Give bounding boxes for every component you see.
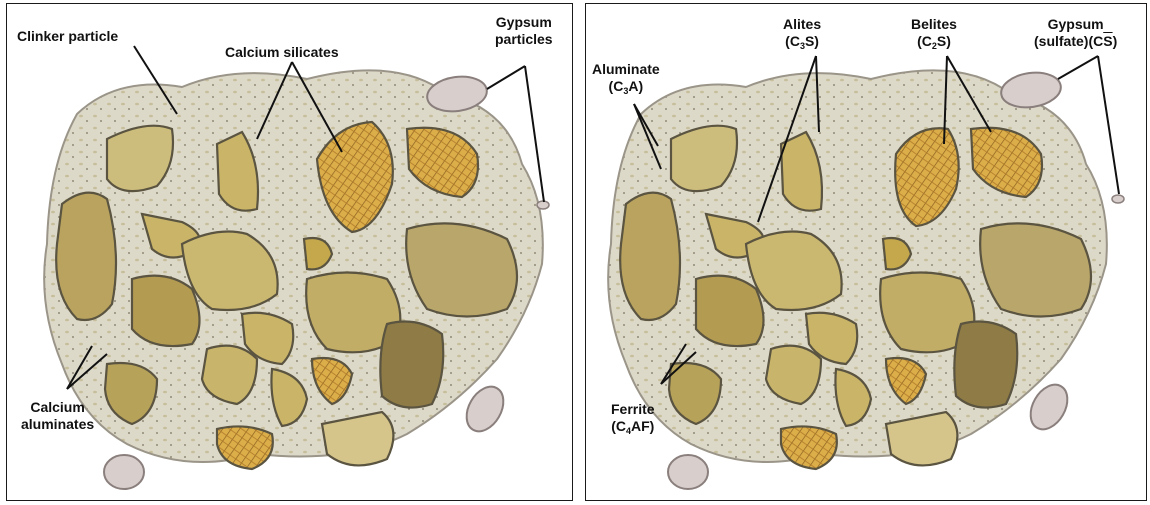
gypsum-formula: (sulfate)(CS) <box>1034 33 1117 50</box>
right-panel: Aluminate (C3A) Alites (C3S) Belites (C2… <box>585 3 1147 501</box>
ferrite-formula: (C4AF) <box>611 418 655 437</box>
alites-formula: (C3S) <box>783 33 821 52</box>
alite-grain <box>406 223 517 316</box>
label-alites: Alites (C3S) <box>783 16 821 52</box>
belites-formula: (C2S) <box>911 33 957 52</box>
gypsum-particle <box>1112 195 1124 203</box>
belite-grain <box>217 426 273 469</box>
label-calcium-aluminates: Calcium aluminates <box>21 399 94 433</box>
alite-grain <box>56 193 116 320</box>
label-belites: Belites (C2S) <box>911 16 957 52</box>
label-clinker-particle: Clinker particle <box>17 28 118 45</box>
alite-grain <box>980 223 1091 316</box>
clinker-phases-illustration <box>586 4 1147 501</box>
alite-grain <box>620 193 680 320</box>
dark-grain <box>954 322 1017 408</box>
label-gypsum-particles: Gypsum particles <box>495 14 553 48</box>
dark-grain <box>380 322 443 408</box>
label-aluminate: Aluminate (C3A) <box>592 61 660 97</box>
gypsum-particle <box>537 201 549 209</box>
gypsum-particle <box>104 455 144 489</box>
label-calcium-silicates: Calcium silicates <box>225 44 339 61</box>
label-gypsum-sulfate: Gypsum (sulfate)(CS) <box>1034 16 1117 50</box>
aluminate-formula: (C3A) <box>592 78 660 97</box>
belite-grain <box>781 426 837 469</box>
alite-grain <box>696 276 764 346</box>
gypsum-particle <box>668 455 708 489</box>
left-panel: Clinker particle Calcium silicates Gypsu… <box>6 3 573 501</box>
alite-grain <box>132 276 200 346</box>
label-ferrite: Ferrite (C4AF) <box>611 401 655 437</box>
